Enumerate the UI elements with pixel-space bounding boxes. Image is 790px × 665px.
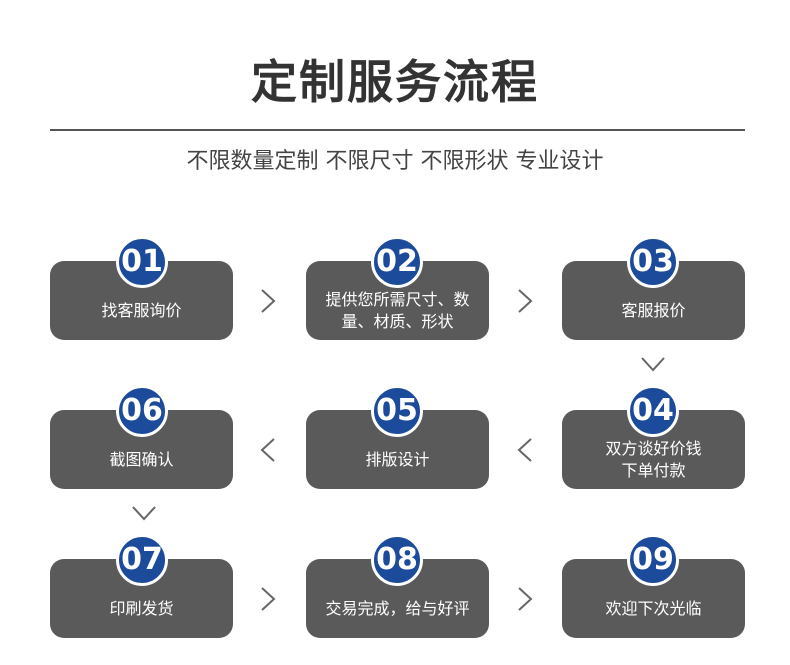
step-label: 交易完成，给与好评 [325, 598, 470, 618]
title-divider [50, 129, 745, 131]
step-number-badge-07: 07 [116, 534, 168, 586]
chevron-right-icon [517, 586, 533, 612]
chevron-right-icon [517, 288, 533, 314]
chevron-left-icon [517, 437, 533, 463]
step-number-badge-04: 04 [627, 385, 679, 437]
step-label: 客服报价 [621, 300, 686, 320]
step-number-badge-03: 03 [627, 236, 679, 288]
step-label: 找客服询价 [101, 300, 182, 320]
step-number-badge-09: 09 [627, 534, 679, 586]
step-label: 印刷发货 [109, 598, 174, 618]
chevron-right-icon [260, 586, 276, 612]
chevron-left-icon [260, 437, 276, 463]
step-label: 双方谈好价钱 下单付款 [605, 438, 702, 480]
chevron-right-icon [260, 288, 276, 314]
step-number-badge-01: 01 [116, 236, 168, 288]
step-number-badge-08: 08 [371, 534, 423, 586]
page-subtitle: 不限数量定制 不限尺寸 不限形状 专业设计 [186, 149, 604, 174]
step-number-badge-06: 06 [116, 385, 168, 437]
chevron-down-icon [640, 356, 666, 372]
chevron-down-icon [131, 505, 157, 521]
step-label: 提供您所需尺寸、数 量、材质、形状 [325, 289, 470, 331]
step-label: 排版设计 [365, 449, 430, 469]
step-label: 截图确认 [109, 449, 174, 469]
step-number-badge-05: 05 [371, 385, 423, 437]
page-title: 定制服务流程 [251, 55, 539, 109]
step-number-badge-02: 02 [371, 236, 423, 288]
step-label: 欢迎下次光临 [605, 598, 702, 618]
